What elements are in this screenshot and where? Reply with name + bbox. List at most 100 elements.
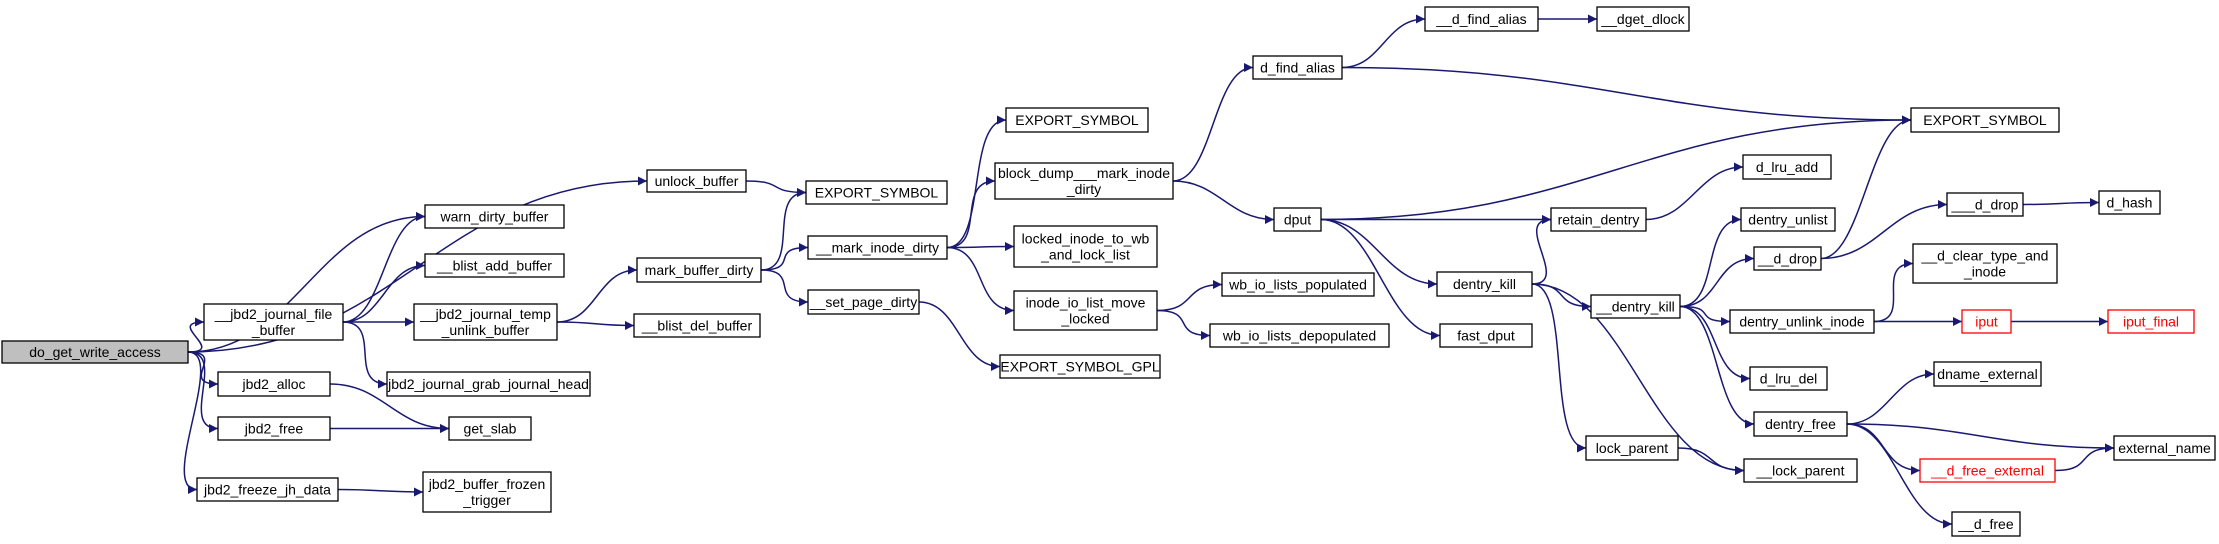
node-jbd2-journal-grab-journal-head[interactable]: jbd2_journal_grab_journal_head <box>386 371 591 397</box>
node-jbd2-free[interactable]: jbd2_free <box>217 416 331 441</box>
node-label: dentry_unlist <box>1748 212 1827 228</box>
node-jbd2-alloc[interactable]: jbd2_alloc <box>217 371 331 397</box>
node-jbd2-journal-temp-unlink-buffer[interactable]: __jbd2_journal_temp_unlink_buffer <box>413 303 558 341</box>
node-dentry-unlist[interactable]: dentry_unlist <box>1740 207 1836 232</box>
node-box <box>807 235 948 260</box>
node-mark-inode-dirty[interactable]: __mark_inode_dirty <box>807 235 948 260</box>
node-d-clear-type-and-inode[interactable]: __d_clear_type_and_inode <box>1912 243 2058 284</box>
node-label: EXPORT_SYMBOL <box>1923 112 2047 128</box>
node-box <box>1585 435 1679 461</box>
node-mark-buffer-dirty[interactable]: mark_buffer_dirty <box>636 257 762 283</box>
edge-jbd2_journal_temp_unlink_buffer-to-blist_del_buffer <box>556 320 635 330</box>
node-blist-add-buffer[interactable]: __blist_add_buffer <box>424 253 565 278</box>
node-lock-parent[interactable]: lock_parent <box>1585 435 1679 461</box>
node-box <box>1424 6 1539 32</box>
node-label: block_dump___mark_inode <box>998 165 1170 181</box>
node-lock-parent-2[interactable]: __lock_parent <box>1743 458 1858 483</box>
node-get-slab[interactable]: get_slab <box>448 416 532 441</box>
node-wb-io-lists-populated[interactable]: wb_io_lists_populated <box>1221 272 1375 297</box>
edge-block_dump_mark_inode_dirty-to-d_find_alias <box>1172 63 1254 182</box>
node-jbd2-buffer-frozen-trigger[interactable]: jbd2_buffer_frozen_trigger <box>422 471 552 513</box>
node-blist-del-buffer[interactable]: __blist_del_buffer <box>633 313 761 338</box>
node-retain-dentry[interactable]: retain_dentry <box>1550 207 1647 232</box>
node-label: unlock_buffer <box>655 173 739 189</box>
edge-do_get_write_access-to-jbd2_free <box>187 351 219 433</box>
node-external-name[interactable]: external_name <box>2113 435 2216 461</box>
node-unlock-buffer[interactable]: unlock_buffer <box>646 169 747 193</box>
node-label: jbd2_free <box>244 421 304 437</box>
node-d-free-external[interactable]: __d_free_external <box>1919 458 2056 483</box>
node-export-symbol-2[interactable]: EXPORT_SYMBOL <box>1005 107 1149 133</box>
node-d-drop-2[interactable]: ___d_drop <box>1946 192 2024 217</box>
node-set-page-dirty[interactable]: __set_page_dirty <box>807 289 920 315</box>
node-box <box>1919 458 2056 483</box>
node-label: iput_final <box>2123 314 2179 330</box>
node-dentry-free[interactable]: dentry_free <box>1753 411 1848 437</box>
node-box <box>805 180 948 205</box>
node-fast-dput[interactable]: fast_dput <box>1439 323 1533 348</box>
node-label: retain_dentry <box>1558 212 1640 228</box>
node-label: _unlink_buffer <box>441 322 530 338</box>
node-d-free[interactable]: __d_free <box>1951 511 2021 537</box>
edge-dentry_kill_2-to-dentry_unlink_inode <box>1679 305 1731 326</box>
node-locked-inode-to-wb-and-lock-list[interactable]: locked_inode_to_wb_and_lock_list <box>1013 225 1158 268</box>
edge-d_find_alias-to-export_symbol_3 <box>1341 66 1912 125</box>
node-box <box>1221 272 1375 297</box>
node-label: dput <box>1284 212 1311 228</box>
node-iput[interactable]: iput <box>1961 309 2012 334</box>
edge-d_drop-to-export_symbol_3 <box>1820 115 1912 260</box>
node-label: dentry_kill <box>1453 276 1516 292</box>
node-block-dump-mark-inode-dirty[interactable]: block_dump___mark_inode_dirty <box>994 162 1174 200</box>
node-export-symbol-3[interactable]: EXPORT_SYMBOL <box>1910 107 2060 133</box>
edge-mark_inode_dirty-to-inode_io_list_move_locked <box>946 246 1015 315</box>
node-box <box>1742 154 1832 180</box>
node-dput[interactable]: dput <box>1273 207 1322 232</box>
node-d-hash[interactable]: d_hash <box>2098 190 2161 215</box>
edge-inode_io_list_move_locked-to-wb_io_lists_depopulated <box>1156 309 1211 340</box>
node-export-symbol-1[interactable]: EXPORT_SYMBOL <box>805 180 948 205</box>
node-d-find-alias[interactable]: d_find_alias <box>1252 55 1343 80</box>
node-iput-final[interactable]: iput_final <box>2107 309 2195 334</box>
node-box <box>2098 190 2161 215</box>
node-box <box>424 253 565 278</box>
node-dname-external[interactable]: dname_external <box>1933 361 2042 387</box>
node-box <box>1439 323 1533 348</box>
node-do-get-write-access[interactable]: do_get_write_access <box>1 340 189 364</box>
node-d-lru-del[interactable]: d_lru_del <box>1749 366 1828 391</box>
node-warn-dirty-buffer[interactable]: warn_dirty_buffer <box>424 204 565 229</box>
edge-d_find_alias-to-d_find_alias_2 <box>1341 14 1426 69</box>
edge-dentry_kill-to-retain_dentry <box>1531 215 1552 285</box>
node-dentry-kill[interactable]: dentry_kill <box>1436 271 1533 297</box>
node-jbd2-freeze-jh-data[interactable]: jbd2_freeze_jh_data <box>196 477 339 502</box>
node-dentry-kill-2[interactable]: __dentry_kill <box>1590 294 1681 319</box>
node-box <box>1 340 189 364</box>
node-label: EXPORT_SYMBOL <box>1015 112 1139 128</box>
node-label: external_name <box>2118 440 2211 456</box>
node-label: jbd2_alloc <box>241 376 305 392</box>
node-export-symbol-gpl[interactable]: EXPORT_SYMBOL_GPL <box>999 354 1161 379</box>
edge-jbd2_journal_file_buffer-to-warn_dirty_buffer <box>342 212 426 323</box>
edge-layer <box>183 14 2115 529</box>
edge-retain_dentry-to-d_lru_add <box>1645 162 1744 221</box>
node-label: EXPORT_SYMBOL <box>815 185 939 201</box>
node-d-lru-add[interactable]: d_lru_add <box>1742 154 1832 180</box>
node-label: _trigger <box>462 492 511 508</box>
node-inode-io-list-move-locked[interactable]: inode_io_list_move_locked <box>1013 290 1158 331</box>
node-d-drop[interactable]: __d_drop <box>1753 246 1822 271</box>
node-label: fast_dput <box>1457 328 1515 344</box>
edge-mark_buffer_dirty-to-export_symbol_1 <box>760 188 807 271</box>
edge-mark_inode_dirty-to-locked_inode_to_wb_and_lock_list <box>946 242 1015 252</box>
node-dentry-unlink-inode[interactable]: dentry_unlink_inode <box>1729 309 1875 334</box>
node-label: do_get_write_access <box>29 344 161 360</box>
edge-jbd2_journal_temp_unlink_buffer-to-mark_buffer_dirty <box>556 265 638 323</box>
node-jbd2-journal-file-buffer[interactable]: __jbd2_journal_file_buffer <box>203 303 344 341</box>
node-label: __blist_add_buffer <box>436 258 552 274</box>
node-dget-dlock[interactable]: __dget_dlock <box>1596 6 1690 32</box>
node-box <box>994 162 1174 200</box>
node-label: dentry_free <box>1765 416 1836 432</box>
node-d-find-alias-2[interactable]: __d_find_alias <box>1424 6 1539 32</box>
node-box <box>1252 55 1343 80</box>
node-label: __jbd2_journal_file <box>214 306 333 322</box>
node-wb-io-lists-depopulated[interactable]: wb_io_lists_depopulated <box>1209 323 1390 348</box>
node-label: _and_lock_list <box>1040 247 1130 263</box>
